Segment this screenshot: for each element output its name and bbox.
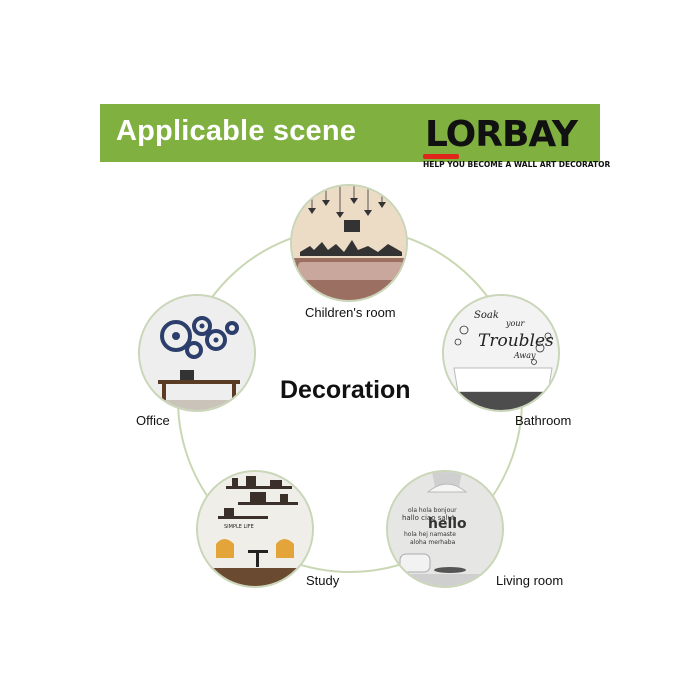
scene-bathroom-image: Soak your Troubles Away [442, 294, 560, 412]
decal-word-your: your [505, 319, 525, 328]
brand-logo: LORBAY HELP YOU BECOME A WALL ART DECORA… [421, 114, 610, 176]
decal-word-simple-life: SIMPLE LIFE [224, 524, 254, 530]
scene-label-office: Office [136, 413, 170, 428]
scene-childrens-room-image [290, 184, 408, 302]
svg-text:hallo ciao salut: hallo ciao salut [402, 514, 455, 522]
scene-label-study: Study [306, 573, 340, 588]
svg-text:hola hej namaste: hola hej namaste [404, 531, 456, 538]
scene-living-room-image: ola hola bonjour hallo ciao salut hello … [386, 470, 504, 588]
scene-label-childrens-room: Children's room [305, 305, 396, 320]
logo-wordmark: LORBAY [425, 114, 578, 155]
logo-tagline: HELP YOU BECOME A WALL ART DECORATOR [423, 160, 611, 169]
svg-text:ola hola bonjour: ola hola bonjour [408, 507, 457, 514]
scene-label-living-room: Living room [496, 573, 564, 588]
decal-word-troubles: Troubles [478, 331, 554, 351]
title-banner: Applicable scene [100, 104, 600, 162]
scene-office-image [138, 294, 256, 412]
decal-word-soak: Soak [474, 310, 499, 321]
center-title: Decoration [280, 376, 411, 404]
decal-word-hello: hello [428, 516, 467, 532]
svg-text:aloha merhaba: aloha merhaba [410, 539, 456, 546]
logo-accent-bar [423, 154, 459, 159]
scene-study-image: SIMPLE LIFE [196, 470, 314, 588]
decal-word-away: Away [513, 351, 536, 360]
scene-label-bathroom: Bathroom [515, 413, 572, 428]
banner-title: Applicable scene [116, 115, 357, 147]
